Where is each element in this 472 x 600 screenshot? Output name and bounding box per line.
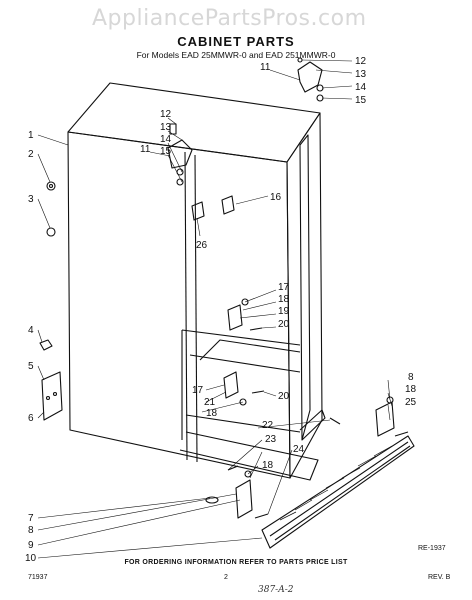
top-hinge-right	[297, 61, 323, 93]
diagram-subtitle: For Models EAD 25MMWR-0 and EAD 251MMWR-…	[136, 50, 336, 60]
callout-8-right: 8	[408, 372, 414, 383]
part-16-support	[221, 195, 235, 215]
callout-5: 5	[28, 361, 34, 372]
callout-21: 21	[204, 397, 216, 408]
cabinet-front-frame	[286, 112, 323, 479]
handwritten-note: 387-A-2	[258, 585, 294, 595]
callout-9: 9	[28, 540, 34, 551]
callout-17-upper: 17	[278, 282, 290, 293]
callout-12-right: 12	[355, 56, 367, 67]
cabinet-top	[67, 82, 321, 163]
diagram-title: CABINET PARTS	[177, 34, 295, 49]
callout-16: 16	[270, 192, 282, 203]
callout-14-left: 14	[160, 134, 172, 145]
part-25-bracket	[375, 401, 395, 437]
part-9-bracket	[235, 479, 253, 519]
callout-13-left: 13	[160, 122, 172, 133]
callout-20-upper: 20	[278, 319, 290, 330]
callout-8: 8	[28, 525, 34, 536]
callout-22: 22	[262, 420, 274, 431]
callout-25: 25	[405, 397, 417, 408]
callout-24: 24	[293, 444, 305, 455]
callout-1: 1	[28, 130, 34, 141]
callout-26: 26	[196, 240, 208, 251]
part-4-clip	[39, 339, 53, 351]
toe-grille	[261, 435, 415, 549]
callout-17-lower: 17	[192, 385, 204, 396]
watermark: AppliancePartsPros.com	[92, 6, 367, 31]
reference-code: RE-1937	[418, 545, 446, 552]
ordering-note: FOR ORDERING INFORMATION REFER TO PARTS …	[124, 559, 348, 566]
callout-13-right: 13	[355, 69, 367, 80]
callout-18-right: 18	[405, 384, 417, 395]
callout-18-front: 18	[262, 460, 274, 471]
callout-6: 6	[28, 413, 34, 424]
callout-11-left: 11	[140, 144, 151, 155]
part-2-plug	[46, 181, 56, 191]
callout-18-lower: 18	[206, 408, 218, 419]
part-26-support	[191, 201, 205, 221]
cabinet-side	[67, 131, 291, 479]
page-number: 2	[224, 574, 228, 581]
part-3-plug	[46, 227, 56, 237]
callout-2: 2	[28, 149, 34, 160]
callout-20-lower: 20	[278, 391, 290, 402]
part-21-bracket	[223, 371, 239, 399]
callout-14-right: 14	[355, 82, 367, 93]
callout-15-right: 15	[355, 95, 367, 106]
top-hinge-left	[167, 139, 193, 169]
callout-23: 23	[265, 434, 277, 445]
callout-3: 3	[28, 194, 34, 205]
left-code: 71937	[28, 574, 48, 581]
callout-11-right: 11	[260, 62, 271, 73]
part-19-bracket	[227, 304, 243, 331]
callout-15-left: 15	[160, 146, 172, 157]
revision-label: REV. B	[428, 574, 451, 581]
callout-19: 19	[278, 306, 290, 317]
callout-12-left: 12	[160, 109, 172, 120]
callout-7: 7	[28, 513, 34, 524]
callout-18-upper: 18	[278, 294, 290, 305]
part-5-bracket	[41, 371, 63, 421]
callout-4: 4	[28, 325, 34, 336]
callout-10: 10	[25, 553, 37, 564]
